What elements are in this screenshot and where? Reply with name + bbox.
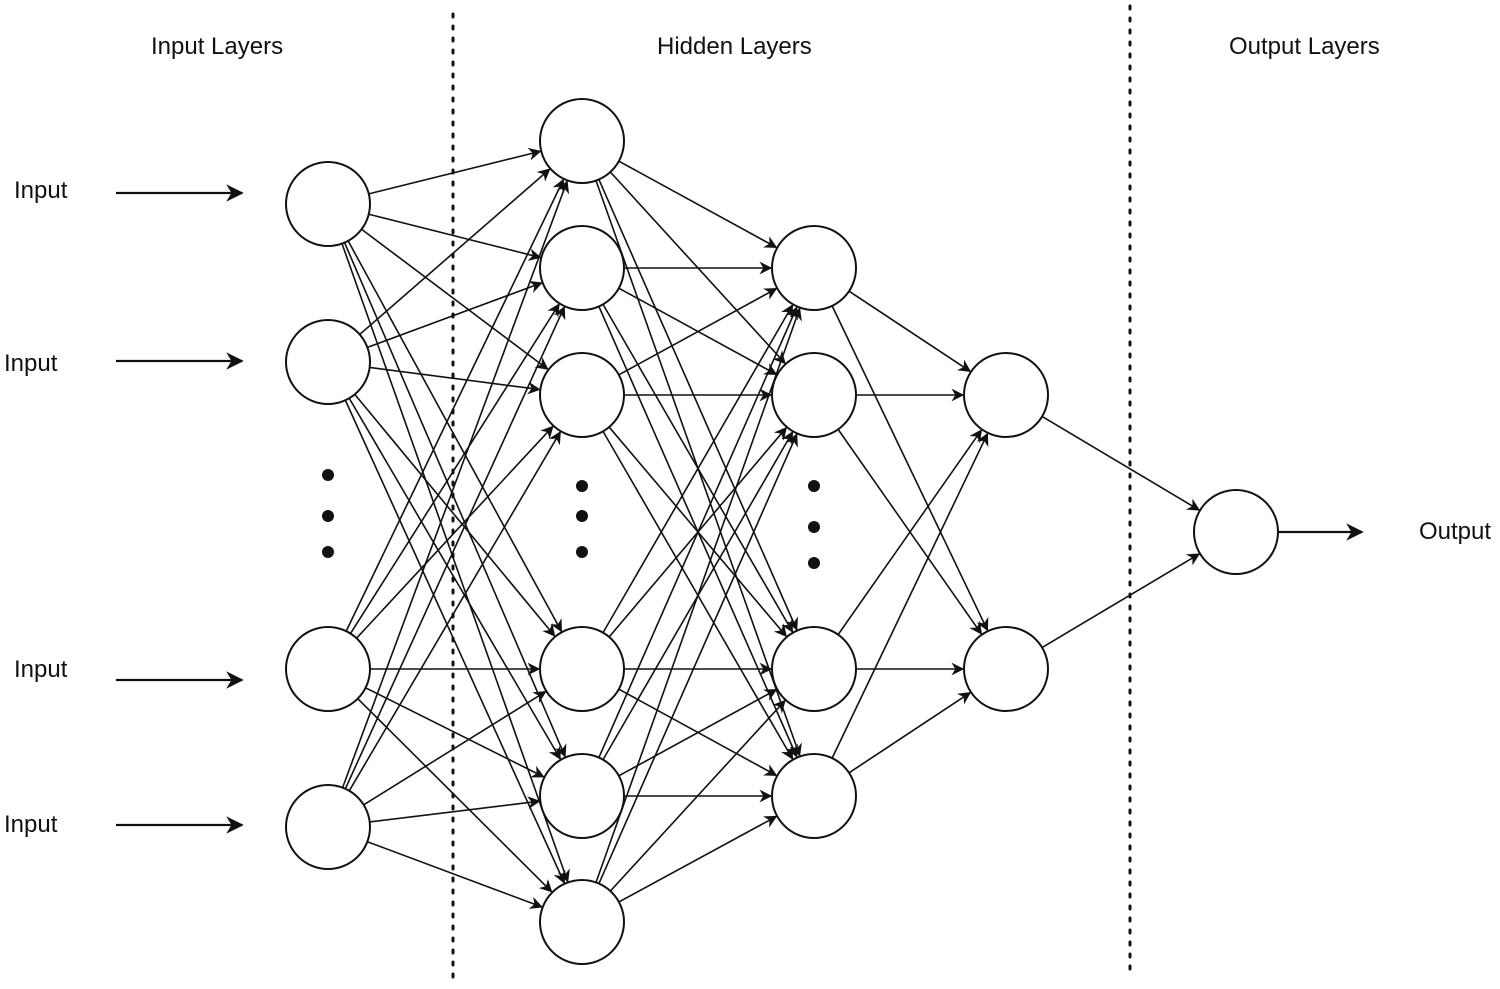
- edge-l2-n6-to-n1: [595, 307, 802, 883]
- edge-l4-n2-to-n1: [1041, 553, 1201, 649]
- edge-l3-n4-to-n2: [848, 692, 972, 774]
- hidden-layers-heading: Hidden Layers: [657, 33, 812, 60]
- ellipsis-dot-1-1: [322, 469, 334, 481]
- edge-l1-n1-to-n3: [361, 228, 549, 370]
- edge-l1-n3-to-n2: [349, 303, 560, 634]
- edge-l1-n4-to-n2: [344, 305, 566, 790]
- hidden-1-node-5: [539, 753, 625, 839]
- edge-l1-n1-to-n6: [341, 243, 570, 883]
- edge-l1-n4-to-n3: [348, 430, 561, 792]
- edge-l4-n1-to-n1: [1041, 415, 1201, 511]
- edge-l1-n3-to-n3: [355, 425, 554, 639]
- edge-l1-n2-to-n3: [369, 366, 541, 395]
- hidden-1-node-3: [539, 352, 625, 438]
- ellipsis-dot-2-2: [576, 510, 588, 522]
- edge-l2-n3-to-n1: [618, 287, 778, 376]
- edge-l1-n1-to-n1: [368, 147, 542, 195]
- hidden-3-node-2: [963, 626, 1049, 712]
- hidden-2-node-2: [771, 352, 857, 438]
- hidden-2-node-4: [771, 753, 857, 839]
- hidden-1-node-2: [539, 225, 625, 311]
- io-arrows: [116, 184, 1364, 834]
- input-label-4: Input: [4, 811, 58, 838]
- edge-l2-n5-to-n3: [618, 688, 778, 777]
- input-layers-heading: Input Layers: [151, 33, 284, 60]
- edge-l2-n1-to-n3: [598, 179, 798, 631]
- hidden-2-node-3: [771, 626, 857, 712]
- ellipsis-dot-1-2: [322, 510, 334, 522]
- edge-l2-n1-to-n1: [618, 160, 778, 249]
- output-layers-heading: Output Layers: [1229, 33, 1380, 60]
- connections: [341, 147, 1201, 909]
- neurons: [285, 98, 1279, 965]
- input-label-2: Input: [4, 350, 58, 377]
- edge-l1-n3-to-n6: [357, 698, 553, 893]
- output-node-1: [1193, 489, 1279, 575]
- edge-l1-n4-to-n5: [369, 796, 541, 823]
- edge-l1-n2-to-n5: [348, 397, 561, 760]
- edge-l2-n6-to-n4: [618, 815, 778, 903]
- hidden-1-node-1: [539, 98, 625, 184]
- ellipsis-dot-1-3: [322, 546, 334, 558]
- ellipsis-dot-3-2: [808, 521, 820, 533]
- edge-l1-n3-to-n5: [365, 687, 545, 778]
- edge-l2-n4-to-n1: [602, 304, 794, 634]
- edge-l1-n3-to-n1: [345, 178, 565, 632]
- input-node-4: [285, 784, 371, 870]
- edge-l1-n4-to-n1: [341, 180, 570, 788]
- edge-l1-n2-to-n1: [359, 168, 551, 336]
- edge-l3-n1-to-n2: [831, 305, 989, 632]
- input-node-2: [285, 319, 371, 405]
- ellipsis-dot-2-1: [576, 480, 588, 492]
- edge-l1-n1-to-n2: [368, 213, 542, 261]
- edge-l1-n1-to-n4: [347, 240, 563, 633]
- ellipsis-dot-3-1: [808, 480, 820, 492]
- ellipses: [322, 469, 820, 569]
- input-node-1: [285, 161, 371, 247]
- hidden-1-node-4: [539, 626, 625, 712]
- edge-l2-n5-to-n1: [598, 306, 798, 758]
- ellipsis-dot-3-3: [808, 557, 820, 569]
- ellipsis-dot-2-3: [576, 546, 588, 558]
- input-label-1: Input: [14, 177, 68, 204]
- hidden-1-node-6: [539, 879, 625, 965]
- edge-l3-n3-to-n1: [837, 429, 983, 636]
- hidden-2-node-1: [771, 225, 857, 311]
- edge-l1-n2-to-n4: [354, 393, 556, 637]
- edge-l2-n6-to-n2: [598, 433, 798, 884]
- hidden-3-node-1: [963, 352, 1049, 438]
- edge-l1-n2-to-n2: [367, 280, 543, 349]
- input-node-3: [285, 626, 371, 712]
- output-label: Output: [1419, 518, 1492, 545]
- edge-l3-n1-to-n1: [848, 290, 972, 372]
- edge-l1-n4-to-n6: [367, 840, 543, 909]
- edge-l1-n2-to-n6: [344, 399, 566, 885]
- input-label-3: Input: [14, 656, 68, 683]
- edge-l3-n4-to-n1: [831, 432, 989, 759]
- edge-l2-n6-to-n3: [609, 699, 786, 892]
- edge-l1-n4-to-n4: [363, 691, 547, 806]
